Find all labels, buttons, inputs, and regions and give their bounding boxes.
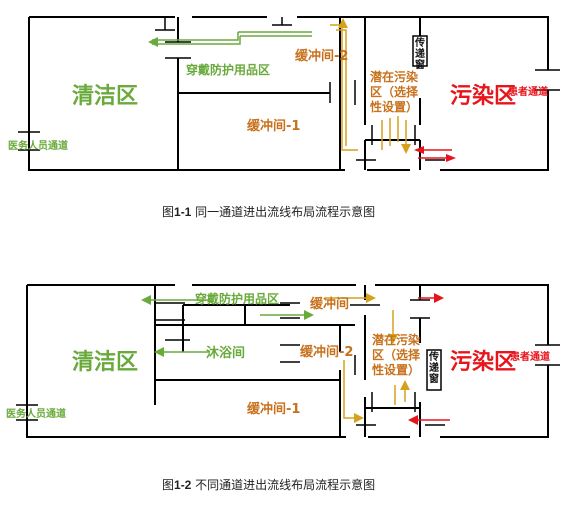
figure-1-doors [18,17,560,161]
fig1-buffer1-label: 缓冲间-1 [247,119,301,134]
fig2-ppe-room-label: 穿戴防护用品区 [195,292,280,306]
fig1-ppe-room-label: 穿戴防护用品区 [186,63,271,77]
fig1-patient-passage-label: 患者通道 [508,87,548,98]
fig1-staff-passage-label: 医务人员通道 [8,141,68,152]
fig1-caption-text: 同一通道进出流线布局流程示意图 [191,205,376,219]
fig2-potential-zone-label: 潜在污染区（选择性设置） [372,333,421,377]
fig1-buffer2-label: 缓冲间-2 [295,49,349,64]
fig1-zone-clean-label: 清洁区 [72,84,139,109]
fig2-shower-label: 沐浴间 [206,346,246,361]
figure-1-flows [148,18,456,162]
fig2-buffer2-label: 缓冲间-2 [300,345,354,360]
fig2-patient-passage-label: 患者通道 [510,352,550,363]
figure-2-flows [141,293,450,425]
fig2-caption-num: 1-2 [174,478,192,492]
fig1-potential-zone-label: 潜在污染区（选择性设置） [370,70,419,114]
fig1-caption: 图1-1 同一通道进出流线布局流程示意图 [162,206,375,218]
fig2-pass-window-label: 传递窗 [429,352,439,385]
fig1-zone-dirty-label: 污染区 [450,84,517,109]
fig2-buffer-label: 缓冲间 [310,297,350,312]
fig2-caption-prefix: 图 [162,478,175,492]
fig2-caption: 图1-2 不同通道进出流线布局流程示意图 [162,479,375,491]
figure-2-doors [16,299,560,426]
fig2-staff-passage-label: 医务人员通道 [6,409,66,420]
fig2-zone-dirty-label: 污染区 [450,350,517,375]
fig2-buffer1-label: 缓冲间-1 [247,402,301,417]
fig2-caption-text: 不同通道进出流线布局流程示意图 [191,478,376,492]
figure-2-walls [26,284,549,438]
fig2-zone-clean-label: 清洁区 [72,350,139,375]
fig1-caption-prefix: 图 [162,205,175,219]
fig1-pass-window-label: 传递窗 [415,38,425,71]
fig1-caption-num: 1-1 [174,205,192,219]
